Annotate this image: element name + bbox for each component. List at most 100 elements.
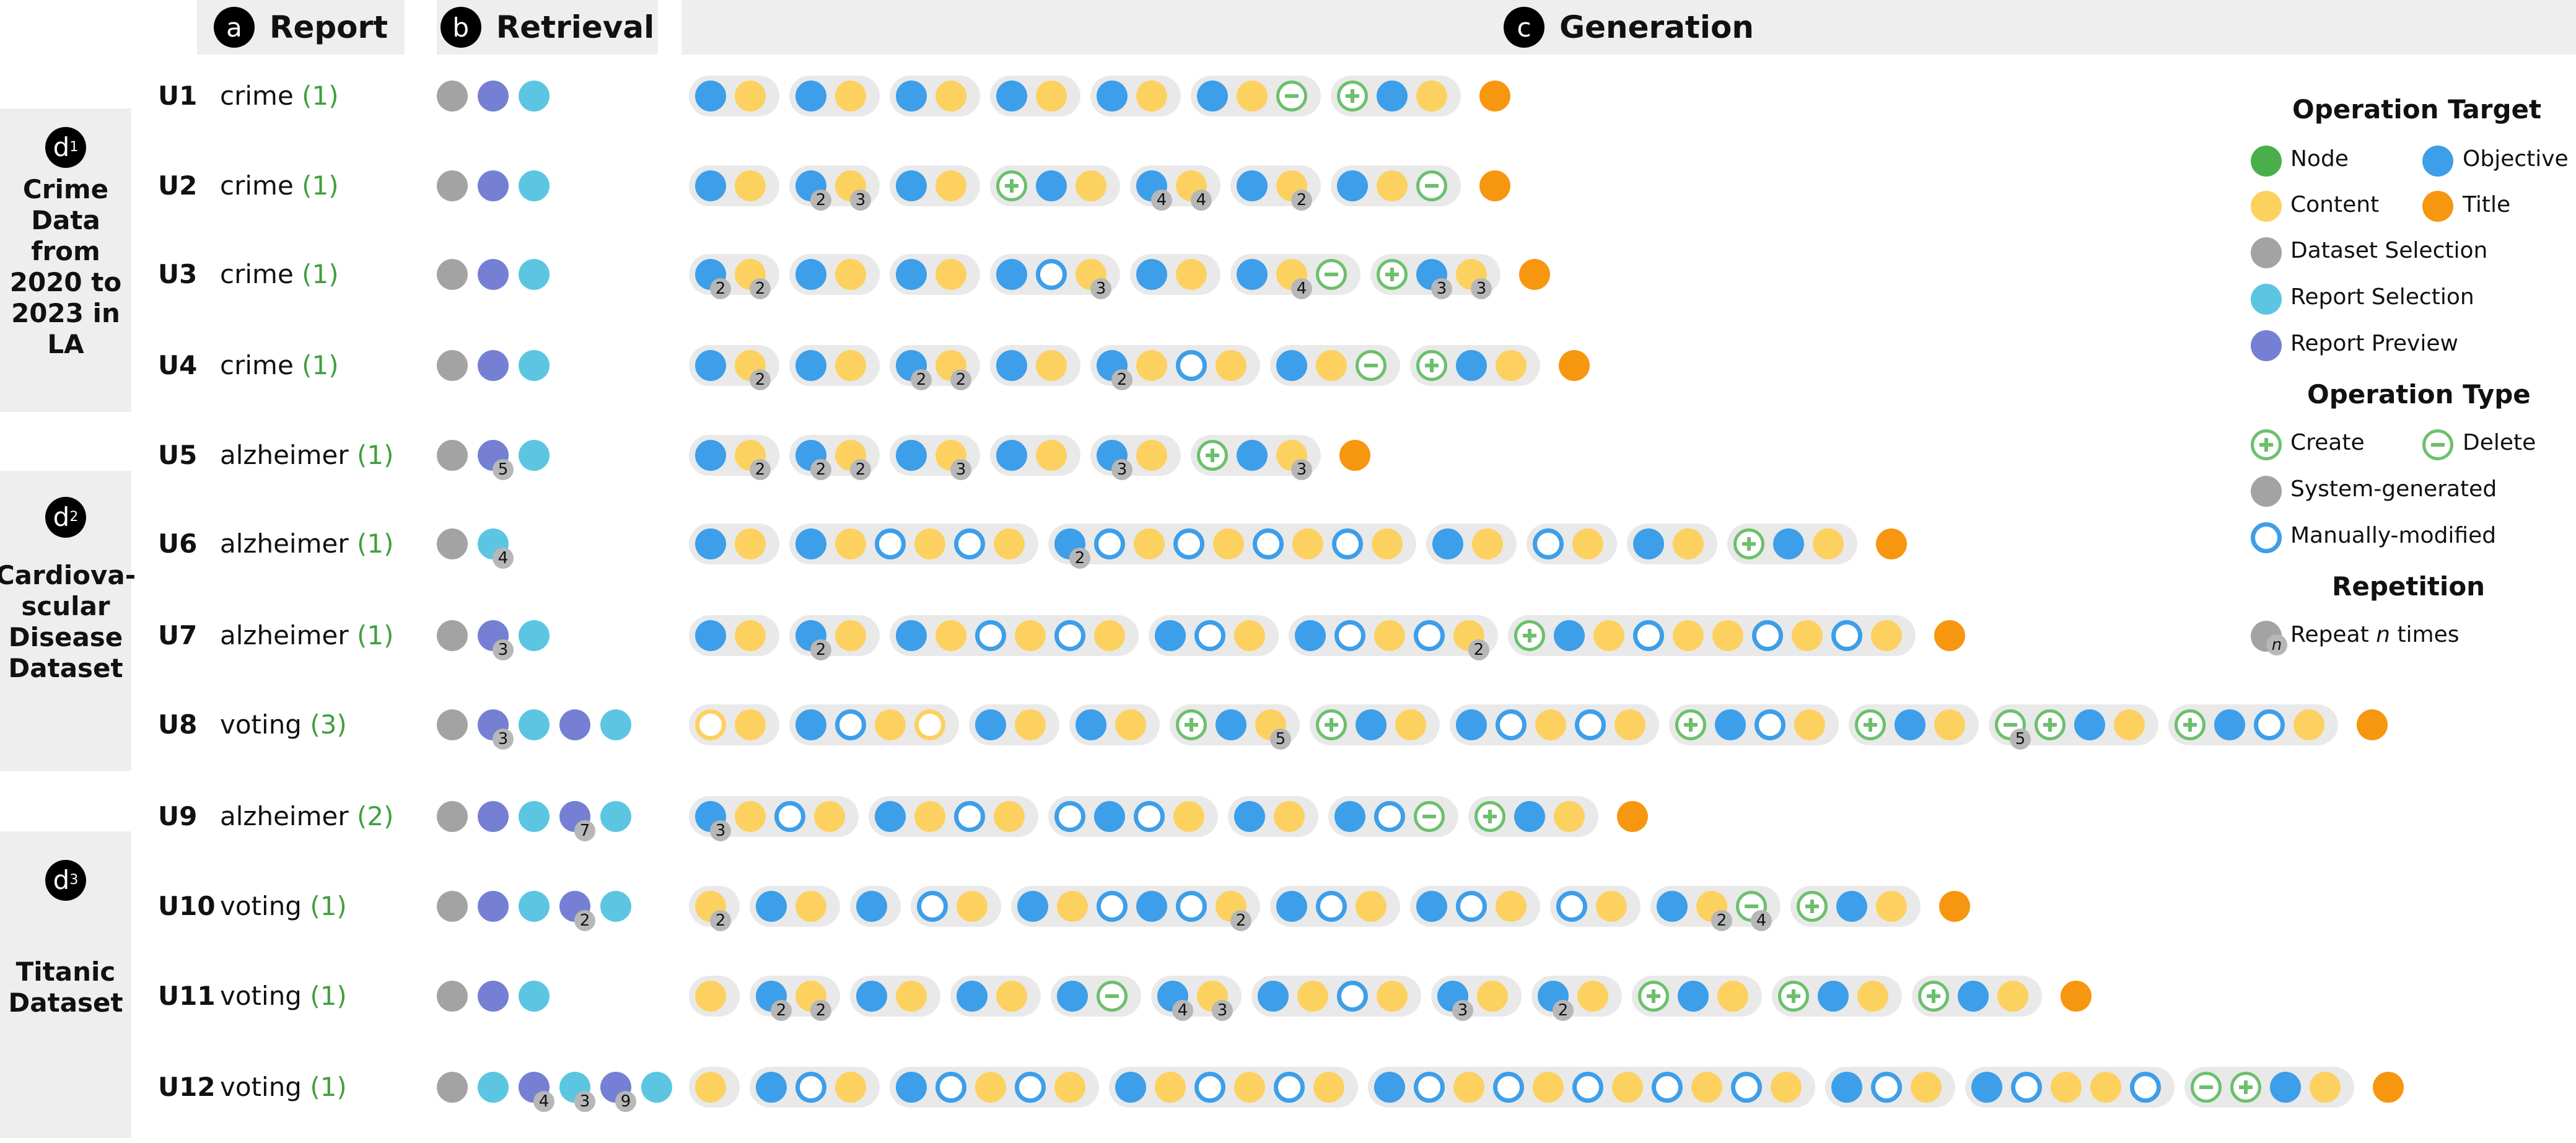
title-circle	[1934, 620, 1965, 651]
create-icon	[1733, 528, 1764, 559]
objective-circle	[1334, 801, 1365, 832]
repeat-count-badge: 2	[1553, 1000, 1574, 1021]
report-count: (1)	[302, 170, 339, 201]
objective-circle	[1773, 528, 1804, 559]
objective-circle	[1276, 350, 1307, 381]
dataset-selection-circle	[437, 528, 468, 559]
user-id: U11	[158, 981, 216, 1011]
report-selection-circle	[600, 891, 631, 922]
content-circle	[1237, 81, 1268, 112]
repeat-count-badge: 3	[1452, 1000, 1473, 1021]
repeat-count-badge: 2	[1111, 369, 1132, 390]
manually-modified-objective-circle	[1134, 801, 1165, 832]
content-circle	[914, 528, 945, 559]
report-selection-circle	[641, 1072, 672, 1103]
create-icon	[2230, 1072, 2261, 1103]
manually-modified-objective-circle	[917, 891, 948, 922]
content-circle	[1673, 620, 1704, 651]
content-circle	[875, 709, 906, 740]
dataset-name-line: Dataset	[8, 653, 123, 683]
report-preview-circle	[478, 81, 509, 112]
objective-circle	[1377, 81, 1408, 112]
manually-modified-objective-circle	[795, 1072, 826, 1103]
legend-operation-target-title: Operation Target	[2292, 94, 2542, 125]
objective-circle	[695, 170, 726, 201]
content-circle	[1717, 981, 1748, 1012]
content-circle	[2090, 1072, 2121, 1103]
content-circle	[994, 528, 1025, 559]
repeat-count-badge: 4	[533, 1091, 554, 1112]
manually-modified-objective-circle	[975, 620, 1006, 651]
report-preview-circle	[478, 259, 509, 290]
objective-circle	[1514, 801, 1545, 832]
content-circle	[1356, 891, 1387, 922]
legend-report-preview-label: Report Preview	[2290, 331, 2458, 356]
report-count: (1)	[356, 528, 394, 559]
report-selection-circle	[519, 620, 550, 651]
generation-header: c Generation	[681, 0, 2576, 55]
objective-circle	[1097, 81, 1128, 112]
objective-circle	[1831, 1072, 1862, 1103]
manually-modified-objective-circle	[1054, 801, 1085, 832]
create-icon	[2035, 709, 2066, 740]
content-circle	[935, 259, 966, 290]
repeat-count-badge: 2	[574, 910, 595, 931]
report-selection-circle	[519, 801, 550, 832]
repeat-count-badge: 7	[574, 820, 595, 841]
manually-modified-objective-circle	[1176, 350, 1207, 381]
objective-circle	[1197, 81, 1228, 112]
legend-report-selection-label: Report Selection	[2290, 284, 2474, 310]
content-circle	[1472, 528, 1503, 559]
manually-modified-objective-circle	[1274, 1072, 1305, 1103]
report-preview-circle	[478, 801, 509, 832]
objective-circle	[1432, 528, 1463, 559]
content-circle	[695, 1072, 726, 1103]
report-preview-circle	[478, 350, 509, 381]
content-circle	[1313, 1072, 1344, 1103]
content-circle	[835, 620, 866, 651]
manually-modified-objective-circle	[1533, 528, 1564, 559]
content-circle	[1372, 528, 1403, 559]
content-circle	[1316, 350, 1347, 381]
legend-node-label: Node	[2290, 146, 2349, 172]
title-circle	[2373, 1072, 2404, 1103]
repeat-count-badge: 3	[850, 190, 871, 211]
manually-modified-objective-circle	[1575, 709, 1606, 740]
delete-icon	[1416, 170, 1447, 201]
objective-circle	[1416, 891, 1447, 922]
content-circle	[795, 891, 826, 922]
content-circle	[1792, 620, 1823, 651]
objective-circle	[1155, 620, 1186, 651]
user-id: U3	[158, 259, 198, 289]
title-circle	[1519, 259, 1550, 290]
create-icon	[1675, 709, 1706, 740]
dataset-name-line: Dataset	[8, 988, 123, 1018]
objective-circle	[1237, 259, 1268, 290]
report-name: crime (1)	[220, 65, 339, 127]
report-count: (1)	[310, 981, 347, 1011]
content-circle	[1136, 440, 1167, 471]
content-circle	[975, 1072, 1006, 1103]
report-selection-circle	[478, 1072, 509, 1103]
repeat-count-badge: 5	[493, 459, 514, 480]
content-circle	[996, 981, 1027, 1012]
objective-circle	[1234, 801, 1265, 832]
manually-modified-objective-circle	[1871, 1072, 1902, 1103]
report-name: alzheimer (1)	[220, 513, 393, 575]
objective-circle	[896, 1072, 927, 1103]
objective-circle	[1295, 620, 1326, 651]
report-header-badge: a	[213, 7, 255, 48]
manually-modified-objective-circle	[1094, 528, 1125, 559]
content-circle	[735, 528, 766, 559]
report-name: crime (1)	[220, 155, 339, 217]
objective-circle	[1216, 709, 1246, 740]
repeat-count-badge: 4	[1191, 190, 1212, 211]
objective-circle	[1715, 709, 1746, 740]
content-circle	[1533, 1072, 1564, 1103]
delete-icon	[1316, 259, 1347, 290]
content-circle	[1134, 528, 1165, 559]
title-circle	[1479, 81, 1510, 112]
legend-system-generated-label: System-generated	[2290, 476, 2497, 502]
